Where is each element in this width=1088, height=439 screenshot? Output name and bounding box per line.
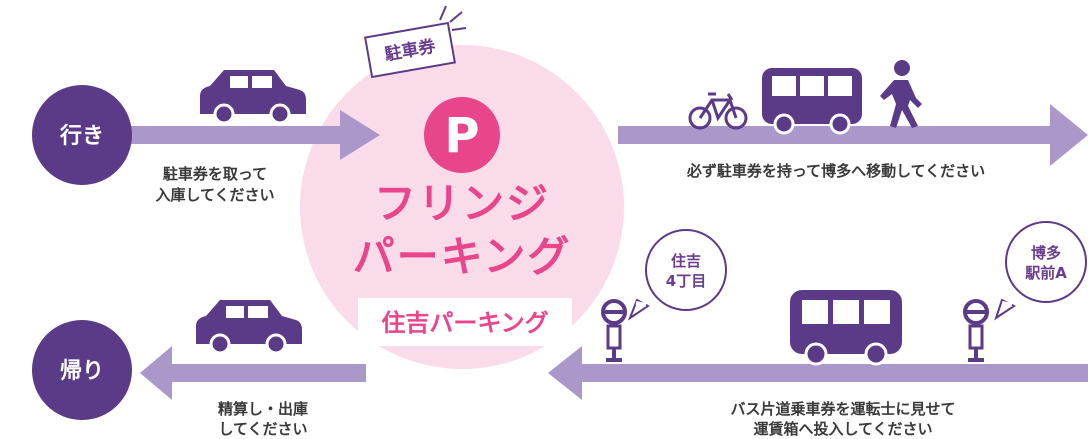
going-step1-line2: 入庫してください [155, 186, 274, 204]
parking-p-icon: P [424, 97, 500, 173]
return-step2-line1: バス片道乗車券を運転士に見せて [730, 400, 955, 418]
going-label: 行き [59, 123, 104, 149]
return-arrow [140, 346, 1088, 400]
sparkle-lines [439, 5, 467, 31]
going-badge: 行き [32, 85, 132, 185]
car-icon [200, 70, 306, 125]
car-icon [196, 300, 302, 355]
bus-stop-icon [963, 299, 989, 362]
return-label: 帰り [60, 359, 104, 384]
return-step1-line2: してください [218, 420, 307, 438]
parking-name: 住吉パーキング [381, 309, 548, 337]
stop2-line2: 駅前A [1024, 264, 1067, 282]
return-badge: 帰り [32, 320, 132, 420]
going-arrow [130, 104, 1088, 166]
parking-circle [300, 45, 624, 369]
bicycle-icon [688, 92, 748, 130]
stop2-line1: 博多 [1031, 244, 1061, 262]
bus-icon [762, 68, 862, 135]
bus-stop-icon [601, 299, 627, 362]
going-step1-line1: 駐車券を取って [163, 165, 267, 183]
stop1-line1: 住吉 [671, 252, 701, 270]
p-letter: P [444, 108, 479, 164]
title-line1: フリンジ [374, 179, 550, 228]
bus-icon [790, 290, 902, 366]
stop-bubble-sumiyoshi: 住吉 4丁目 [627, 229, 727, 321]
stop1-line2: 4丁目 [666, 272, 706, 290]
stop-bubble-hakata: 博多 駅前A [994, 221, 1087, 321]
return-step1-line1: 精算し・出庫 [218, 400, 308, 418]
going-step2: 必ず駐車券を持って博多へ移動してください [686, 162, 985, 180]
parking-name-box: 住吉パーキング [358, 298, 572, 346]
walking-person-icon [880, 60, 922, 128]
return-step2-line2: 運賃箱へ投入してください [753, 420, 932, 438]
title-line2: パーキング [353, 232, 572, 281]
parking-ticket: 駐車券 [364, 21, 456, 79]
